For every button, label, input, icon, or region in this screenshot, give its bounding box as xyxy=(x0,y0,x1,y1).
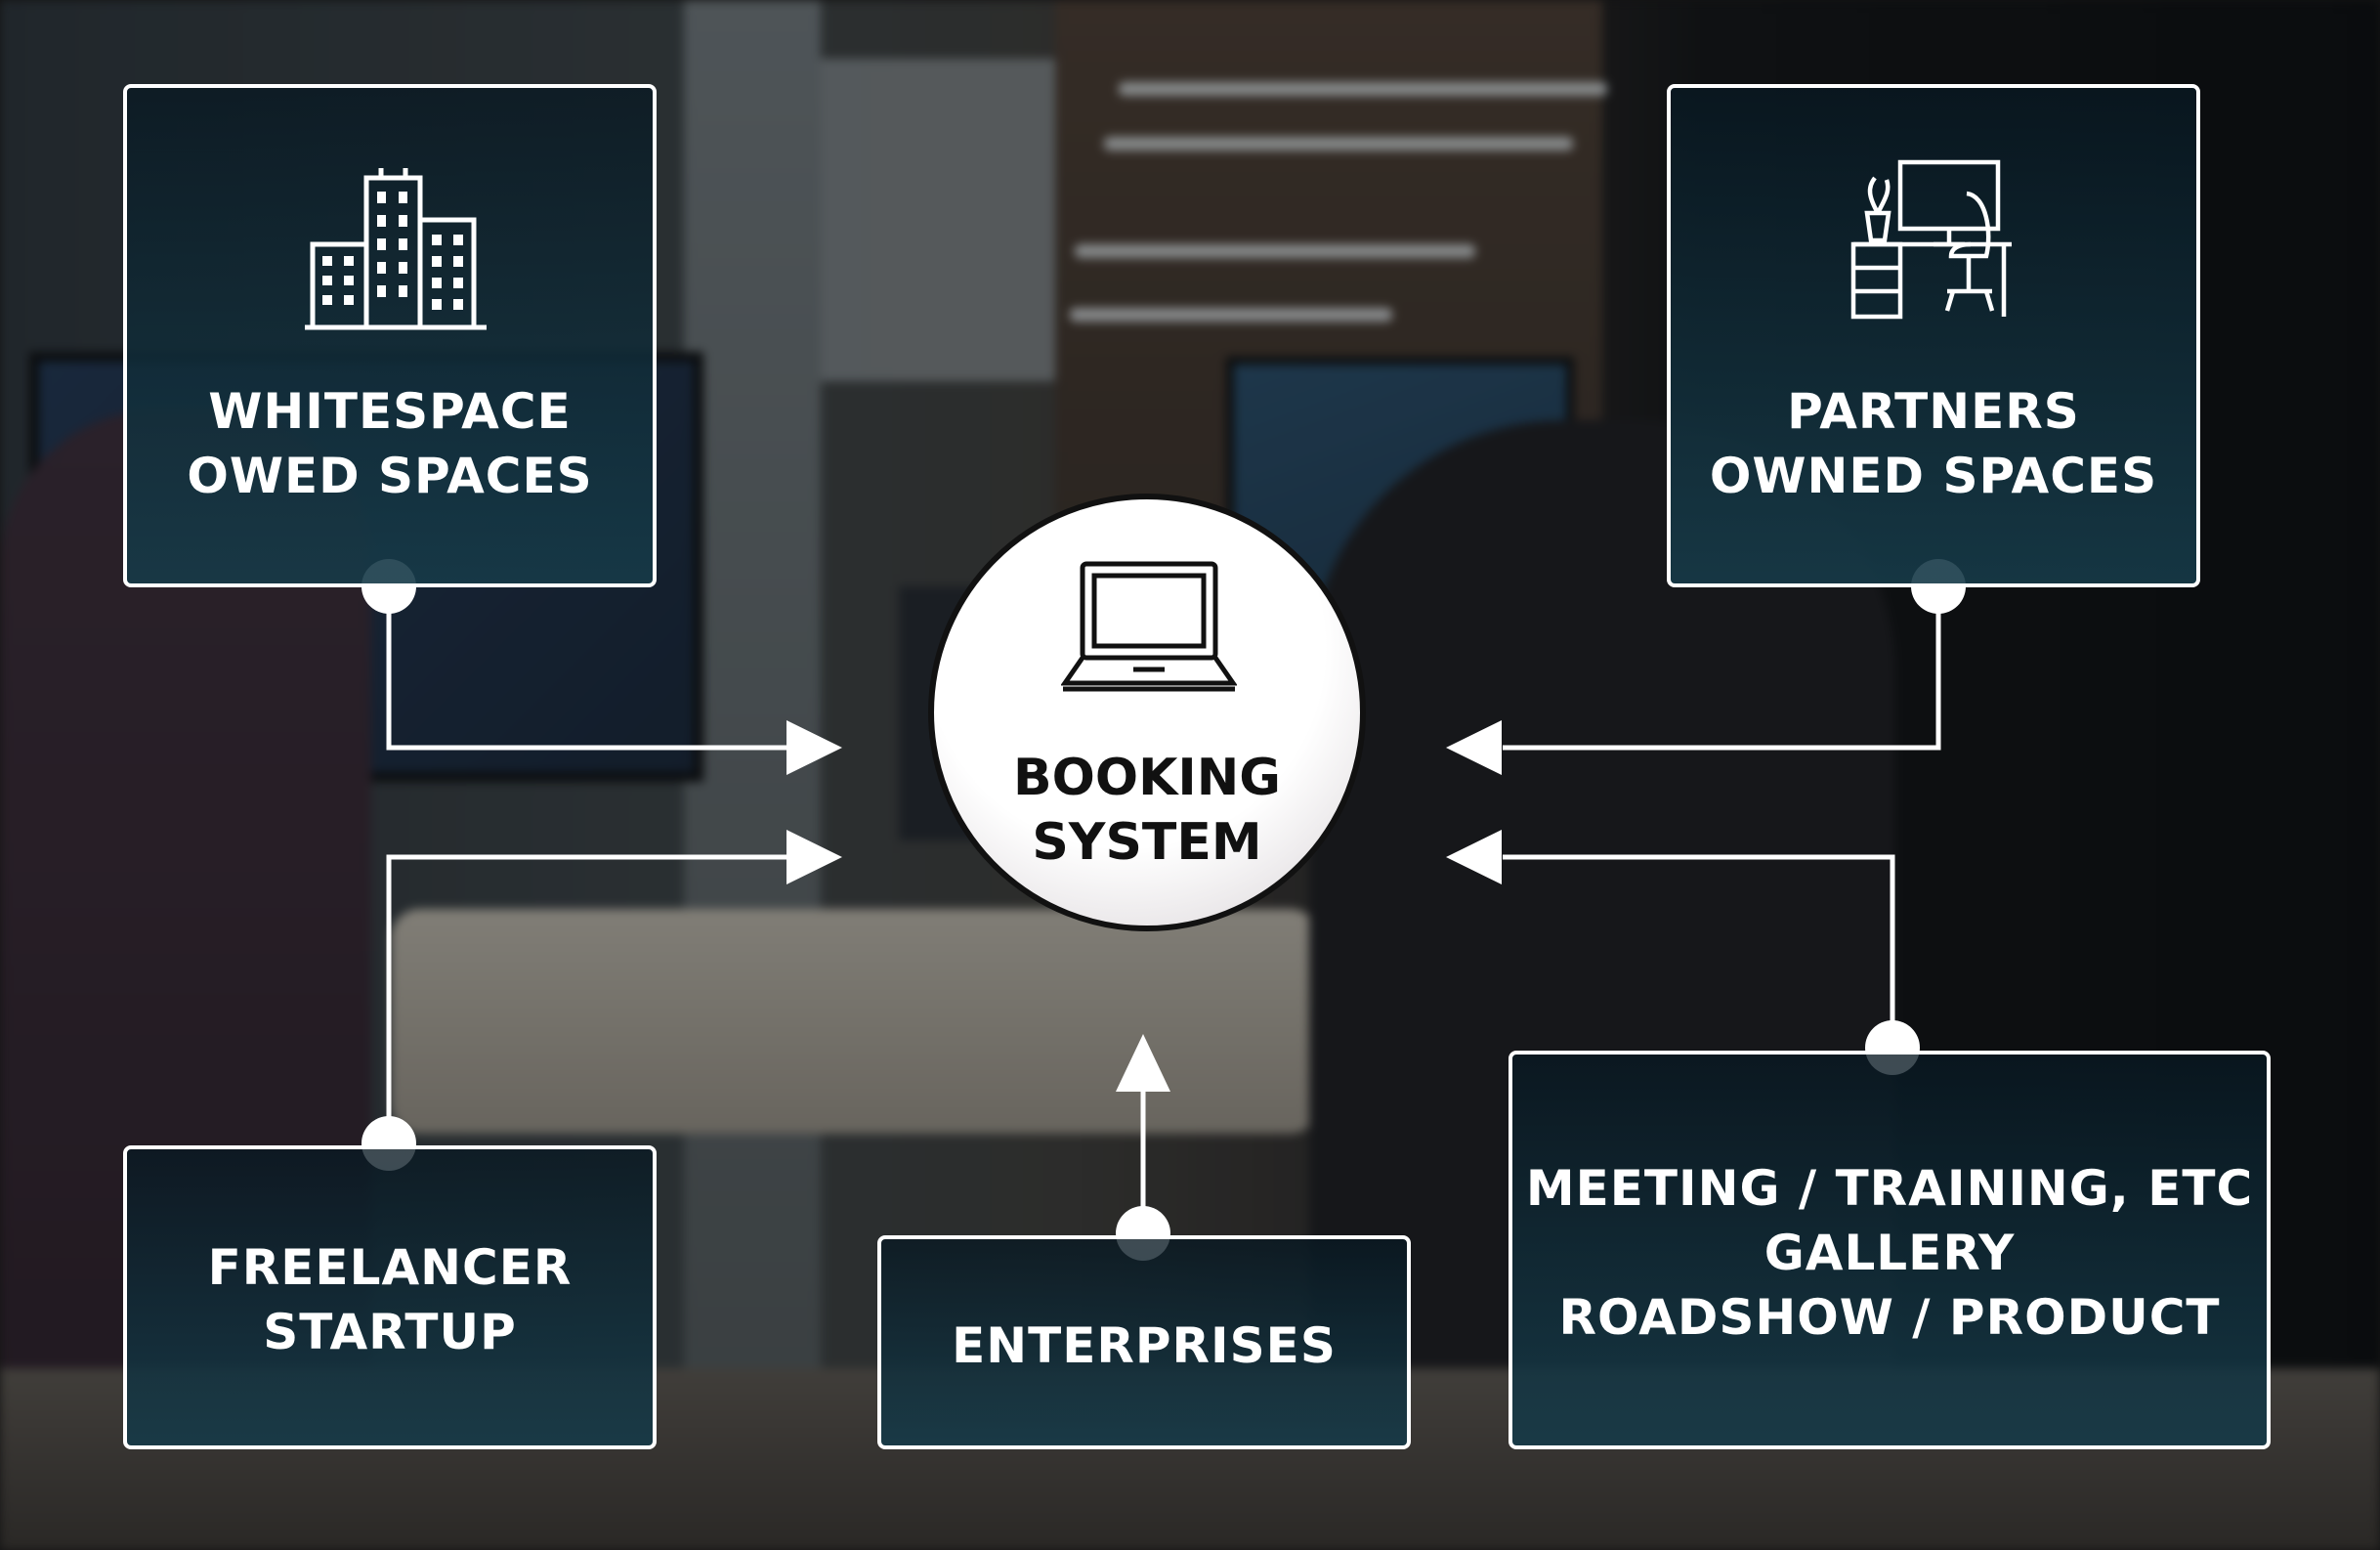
hub-label-line: BOOKING xyxy=(1013,749,1281,807)
desk-workstation-icon xyxy=(1849,154,2016,321)
node-label-line: WHITESPACE xyxy=(208,383,572,440)
node-label: MEETING / TRAINING, ETC GALLERY ROADSHOW… xyxy=(1512,1156,2267,1350)
background-column xyxy=(684,0,821,1550)
hub-label-line: SYSTEM xyxy=(1032,813,1262,872)
connector-whitespace xyxy=(386,586,796,751)
node-label: PARTNERS OWNED SPACES xyxy=(1671,379,2196,508)
background-desk xyxy=(391,909,1319,1134)
arrowhead-whitespace xyxy=(786,720,842,775)
connector-freelancer xyxy=(386,854,796,1143)
node-meeting-training: MEETING / TRAINING, ETC GALLERY ROADSHOW… xyxy=(1509,1051,2271,1449)
connector-partners xyxy=(1503,586,1941,751)
node-enterprises: ENTERPRISES xyxy=(877,1235,1411,1449)
node-label-line: OWNED SPACES xyxy=(1709,448,2158,504)
node-label-line: OWED SPACES xyxy=(187,448,593,504)
node-label-line: GALLERY xyxy=(1764,1225,2016,1281)
city-buildings-icon xyxy=(303,166,489,332)
booking-system-hub: BOOKING SYSTEM xyxy=(928,494,1366,931)
node-label-line: ROADSHOW / PRODUCT xyxy=(1558,1289,2221,1346)
hub-label: BOOKING SYSTEM xyxy=(934,746,1360,875)
node-freelancer-startup: FREELANCER STARTUP xyxy=(123,1145,657,1449)
arrowhead-meeting xyxy=(1446,830,1502,884)
node-label-line: ENTERPRISES xyxy=(952,1317,1337,1374)
arrowhead-partners xyxy=(1446,720,1502,775)
node-label-line: FREELANCER xyxy=(207,1239,573,1296)
node-whitespace-owned-spaces: WHITESPACE OWED SPACES xyxy=(123,84,657,587)
ceiling-light xyxy=(1119,82,1607,96)
laptop-icon xyxy=(1061,558,1237,695)
node-label-line: PARTNERS xyxy=(1787,383,2080,440)
node-label: FREELANCER STARTUP xyxy=(127,1235,653,1364)
node-label-line: STARTUP xyxy=(263,1304,517,1360)
arrowhead-enterprises xyxy=(1116,1034,1170,1092)
arrowhead-freelancer xyxy=(786,830,842,884)
node-label-line: MEETING / TRAINING, ETC xyxy=(1525,1160,2254,1217)
connector-meeting xyxy=(1503,854,1895,1048)
background-window-panel xyxy=(821,59,1055,381)
ceiling-light xyxy=(1070,308,1392,322)
ceiling-light xyxy=(1075,244,1475,258)
node-partners-owned-spaces: PARTNERS OWNED SPACES xyxy=(1667,84,2200,587)
node-label: ENTERPRISES xyxy=(881,1313,1407,1378)
node-label: WHITESPACE OWED SPACES xyxy=(127,379,653,508)
ceiling-light xyxy=(1104,137,1573,151)
